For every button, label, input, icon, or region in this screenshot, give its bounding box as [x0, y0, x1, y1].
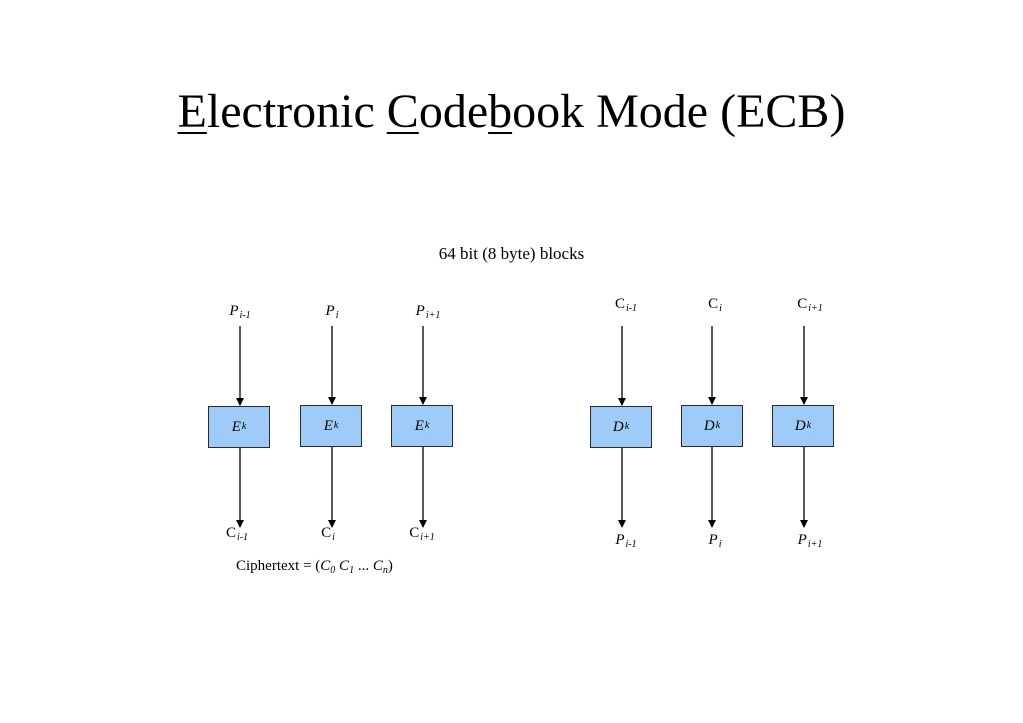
title-seg-3: ode — [418, 85, 489, 138]
dec-output-label-0: Pi-1 — [615, 532, 637, 550]
title-seg-0: E — [177, 85, 207, 138]
dec-output-label-2: Pi+1 — [797, 532, 823, 550]
dec-input-label-1: Ci — [708, 296, 722, 314]
dec-input-label-2: Ci+1 — [797, 296, 823, 314]
title-seg-2: C — [386, 85, 419, 138]
enc-input-label-2: Pi+1 — [415, 303, 441, 321]
dec-output-label-1: Pi — [708, 532, 722, 550]
title-seg-5: ook Mode (ECB) — [512, 85, 846, 138]
title-seg-4: b — [488, 85, 513, 138]
dec-input-label-0: Ci-1 — [614, 296, 638, 314]
enc-input-label-0: Pi-1 — [229, 303, 251, 321]
ciphertext-formula: Ciphertext = (C0 C1 ... Cn) — [236, 558, 393, 576]
block-size-caption: 64 bit (8 byte) blocks — [438, 244, 585, 263]
enc-output-label-1: Ci — [321, 525, 335, 543]
enc-output-label-0: Ci-1 — [225, 525, 249, 543]
enc-input-label-1: Pi — [325, 303, 339, 321]
title-seg-1: lectronic — [206, 85, 387, 138]
enc-output-label-2: Ci+1 — [409, 525, 435, 543]
page-title: Electronic Codebook Mode (ECB) — [0, 88, 1023, 136]
